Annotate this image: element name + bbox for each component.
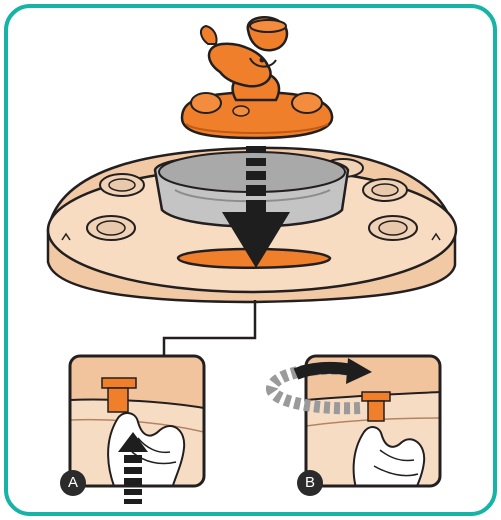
detail-panel-b (306, 356, 440, 500)
step-b-badge: B (297, 470, 323, 496)
cup-holder-right-top (363, 179, 407, 201)
cup-holder-right-bottom (369, 216, 417, 240)
orange-bird-toy (182, 17, 332, 138)
cup-holder-left-bottom (87, 216, 135, 240)
cup-holder-left-top (100, 174, 144, 196)
detail-connector (164, 300, 255, 356)
step-a-badge: A (60, 470, 86, 496)
